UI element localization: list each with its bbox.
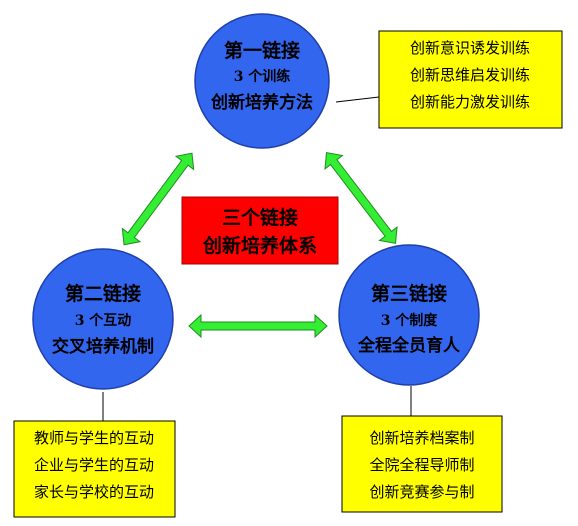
- second-caption: 交叉培养机制: [52, 336, 154, 357]
- connector-first: [335, 96, 380, 103]
- first-caption: 创新培养方法: [210, 92, 313, 113]
- first-title: 第一链接: [224, 39, 300, 62]
- third-caption: 全程全员育人: [357, 335, 461, 356]
- center-line2: 创新培养体系: [202, 234, 317, 257]
- second-subtitle: 3 个互动: [75, 312, 132, 329]
- circle-first: [194, 13, 330, 149]
- box-first-item: 创新能力激发训练: [410, 93, 530, 111]
- box-second-item: 企业与学生的互动: [34, 456, 154, 474]
- box-second: [13, 420, 176, 518]
- arrow-second-third: [188, 313, 328, 339]
- circle-third: [338, 244, 480, 386]
- box-second-item: 教师与学生的互动: [34, 429, 154, 447]
- center-box: [181, 196, 339, 265]
- third-title: 第三链接: [371, 282, 447, 305]
- box-third: [341, 415, 503, 513]
- arrow-first-second: [121, 152, 195, 246]
- circle-second: [32, 248, 174, 390]
- center-line1: 三个链接: [222, 206, 298, 229]
- box-first: [378, 30, 563, 129]
- first-subtitle: 3 个训练: [234, 68, 291, 85]
- box-second-item: 家长与学校的互动: [34, 483, 154, 501]
- second-title: 第二链接: [65, 282, 141, 305]
- box-third-item: 创新竞赛参与制: [369, 483, 474, 501]
- box-third-item: 全院全程导师制: [369, 456, 474, 474]
- box-third-item: 创新培养档案制: [369, 429, 474, 447]
- third-subtitle: 3 个制度: [381, 312, 439, 329]
- box-first-item: 创新思维启发训练: [410, 66, 530, 84]
- box-first-item: 创新意识诱发训练: [410, 39, 530, 57]
- arrow-first-third: [324, 152, 398, 244]
